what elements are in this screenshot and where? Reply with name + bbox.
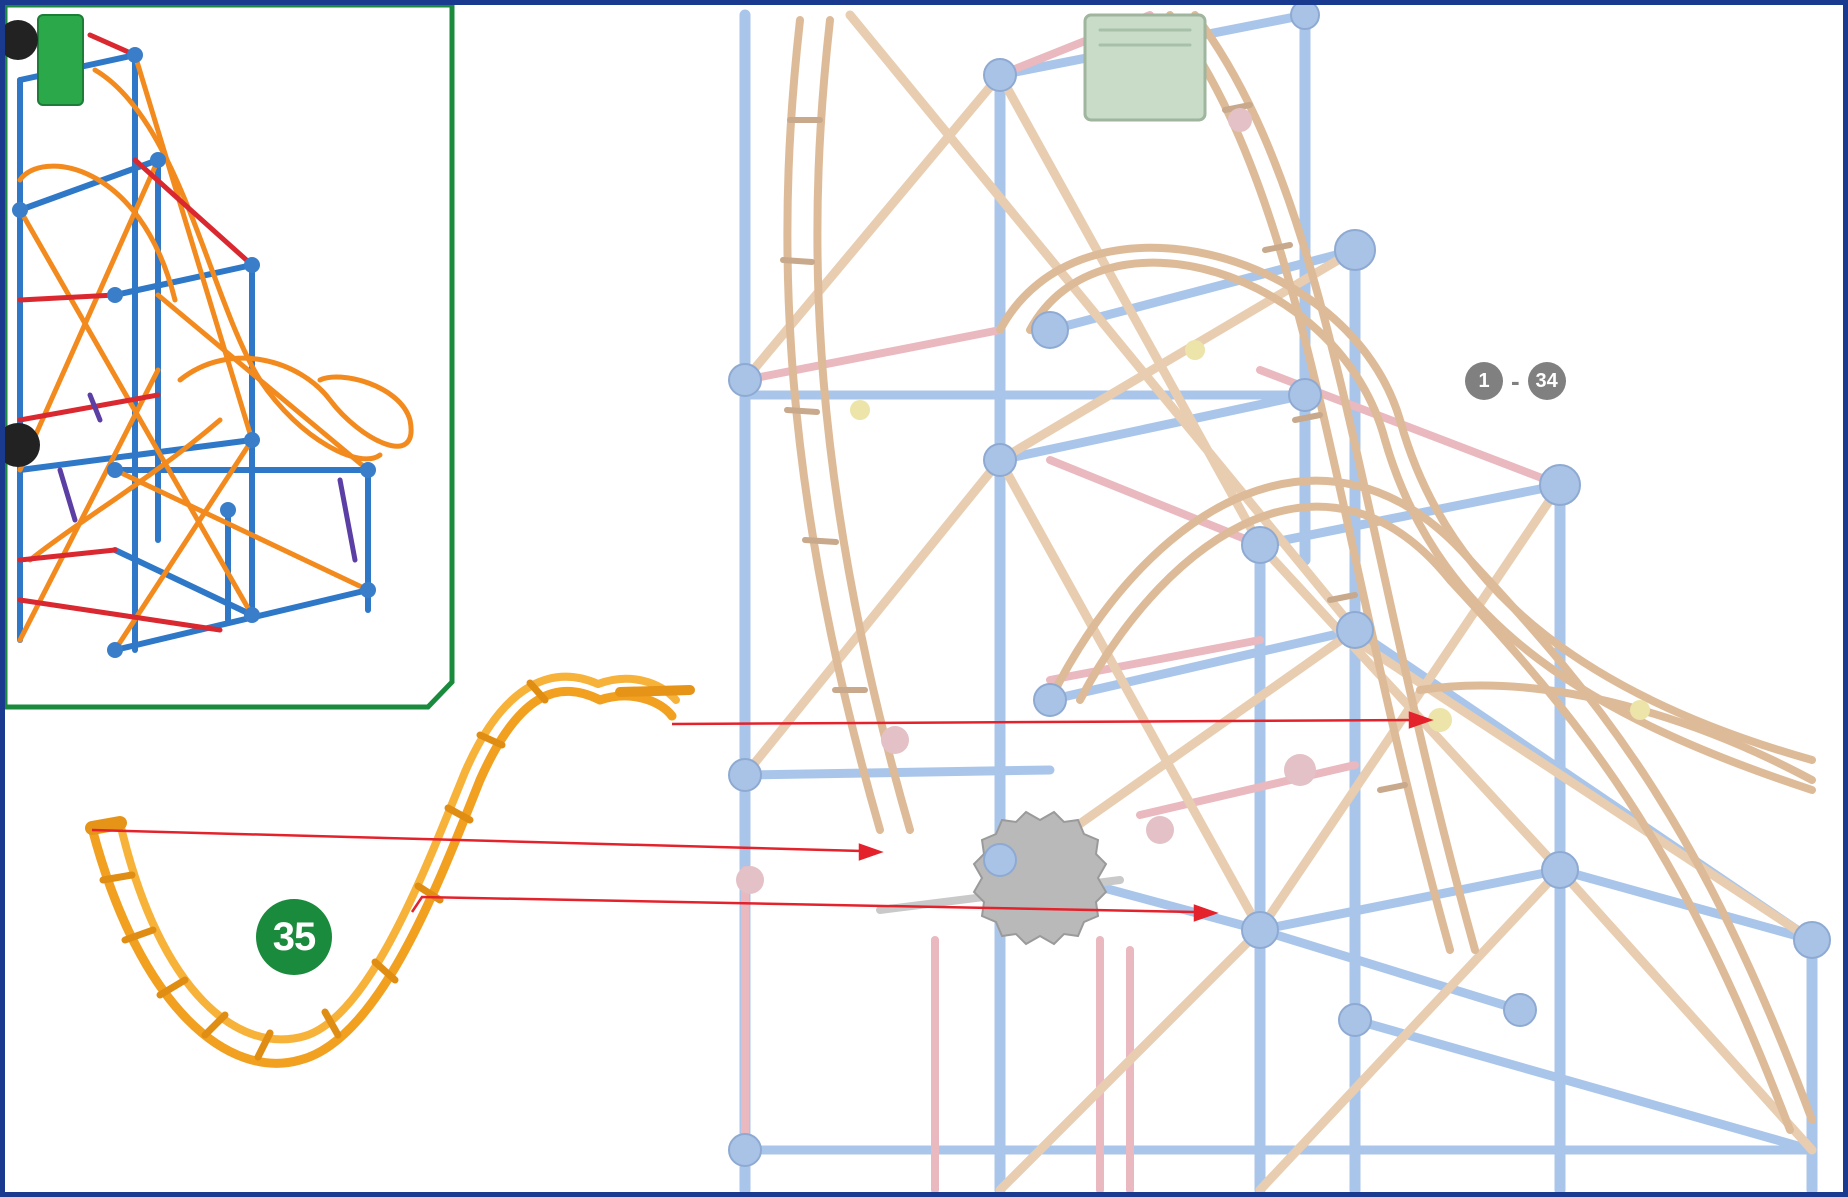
gear-icon bbox=[880, 812, 1120, 944]
assembly-arrows bbox=[92, 713, 1430, 920]
motor-icon bbox=[1085, 15, 1205, 120]
new-track-piece bbox=[92, 677, 690, 1064]
assembly-arrow-icon bbox=[92, 830, 880, 859]
completed-model-inset bbox=[0, 5, 452, 707]
existing-structure bbox=[729, 1, 1830, 1190]
range-start-badge: 1 bbox=[1465, 362, 1503, 400]
step-number-badge: 35 bbox=[256, 899, 332, 975]
previous-steps-indicator: 1 - 34 bbox=[1465, 361, 1566, 401]
range-separator: - bbox=[1511, 366, 1520, 397]
range-end-badge: 34 bbox=[1528, 362, 1566, 400]
motor-icon bbox=[38, 15, 83, 105]
